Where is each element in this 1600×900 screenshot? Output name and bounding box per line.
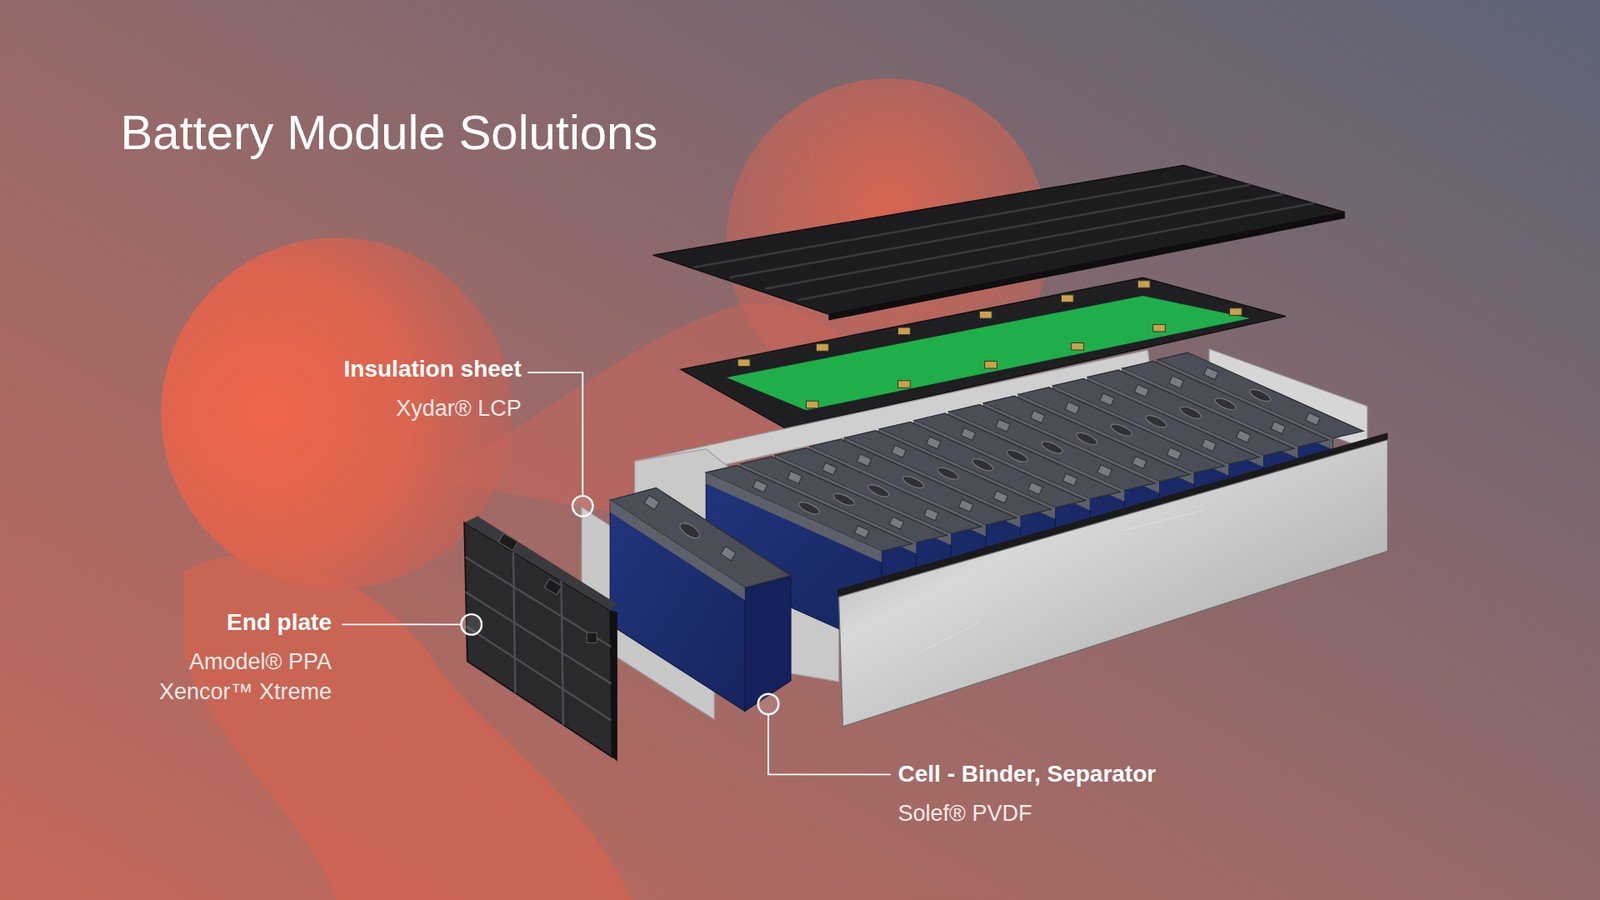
- material-name: Amodel® PPA: [189, 649, 332, 675]
- side-plate: [836, 432, 1388, 727]
- end-plate: [464, 516, 618, 762]
- leader-lines: [341, 372, 891, 775]
- material-name: Xydar® LCP: [395, 395, 521, 422]
- part-name: Cell - Binder, Separator: [898, 760, 1157, 788]
- page-title: Battery Module Solutions: [120, 105, 658, 161]
- single-cell: [610, 487, 791, 711]
- top-cover: [653, 165, 1345, 320]
- material-name: Xencor™ Xtreme: [159, 680, 332, 706]
- part-name: End plate: [226, 609, 332, 636]
- part-name: Insulation sheet: [344, 355, 522, 383]
- material-name: Solef® PVDF: [898, 801, 1033, 828]
